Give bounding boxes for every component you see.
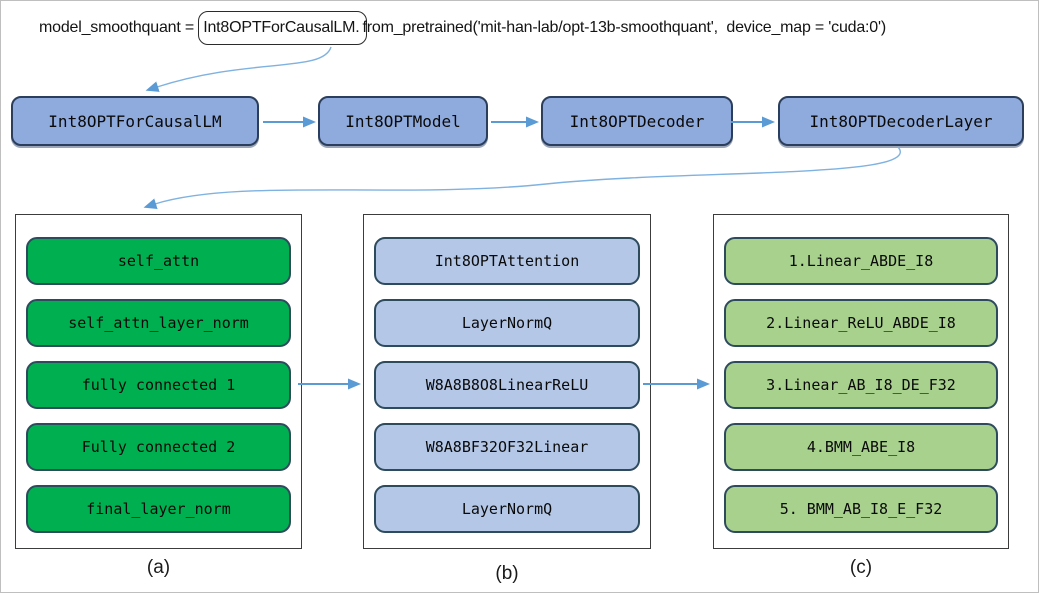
node-final-layer-norm: final_layer_norm [26, 485, 291, 533]
node-self-attn: self_attn [26, 237, 291, 285]
node-layernormq-1: LayerNormQ [374, 299, 640, 347]
node-linear-ab-i8-de-f32: 3.Linear_AB_I8_DE_F32 [724, 361, 998, 409]
node-fully-connected-1: fully connected 1 [26, 361, 291, 409]
caption-panel-a: (a) [146, 557, 171, 578]
node-linear-relu-abde-i8: 2.Linear_ReLU_ABDE_I8 [724, 299, 998, 347]
panel-a-decoder-layer-modules: self_attn self_attn_layer_norm fully con… [15, 214, 302, 549]
code-suffix: from_pretrained('mit-han-lab/opt-13b-smo… [362, 19, 887, 36]
node-int8opt-attention: Int8OPTAttention [374, 237, 640, 285]
node-int8opt-decoder-layer: Int8OPTDecoderLayer [778, 96, 1024, 146]
node-self-attn-layer-norm: self_attn_layer_norm [26, 299, 291, 347]
caption-panel-b: (b) [495, 563, 519, 584]
node-fully-connected-2: Fully connected 2 [26, 423, 291, 471]
node-w8a8bf32of32-linear: W8A8BF32OF32Linear [374, 423, 640, 471]
node-bmm-ab-i8-e-f32: 5. BMM_AB_I8_E_F32 [724, 485, 998, 533]
arrow-code-to-causallm [145, 46, 332, 92]
node-int8opt-model: Int8OPTModel [318, 96, 488, 146]
node-bmm-abe-i8: 4.BMM_ABE_I8 [724, 423, 998, 471]
node-int8opt-decoder: Int8OPTDecoder [541, 96, 733, 146]
code-prefix: model_smoothquant = [39, 19, 199, 36]
node-linear-abde-i8: 1.Linear_ABDE_I8 [724, 237, 998, 285]
caption-panel-c: (c) [849, 557, 873, 578]
node-w8a8b8o8-linear-relu: W8A8B8O8LinearReLU [374, 361, 640, 409]
panel-c-kernels: 1.Linear_ABDE_I8 2.Linear_ReLU_ABDE_I8 3… [713, 214, 1009, 549]
code-highlight-box: Int8OPTForCausalLM. [198, 11, 367, 45]
node-layernormq-2: LayerNormQ [374, 485, 640, 533]
node-int8opt-for-causallm: Int8OPTForCausalLM [11, 96, 259, 146]
arrow-decoderlayer-to-panel-a [143, 146, 901, 209]
panel-b-quantized-modules: Int8OPTAttention LayerNormQ W8A8B8O8Line… [363, 214, 651, 549]
code-line: model_smoothquant = Int8OPTForCausalLM.f… [39, 9, 886, 47]
